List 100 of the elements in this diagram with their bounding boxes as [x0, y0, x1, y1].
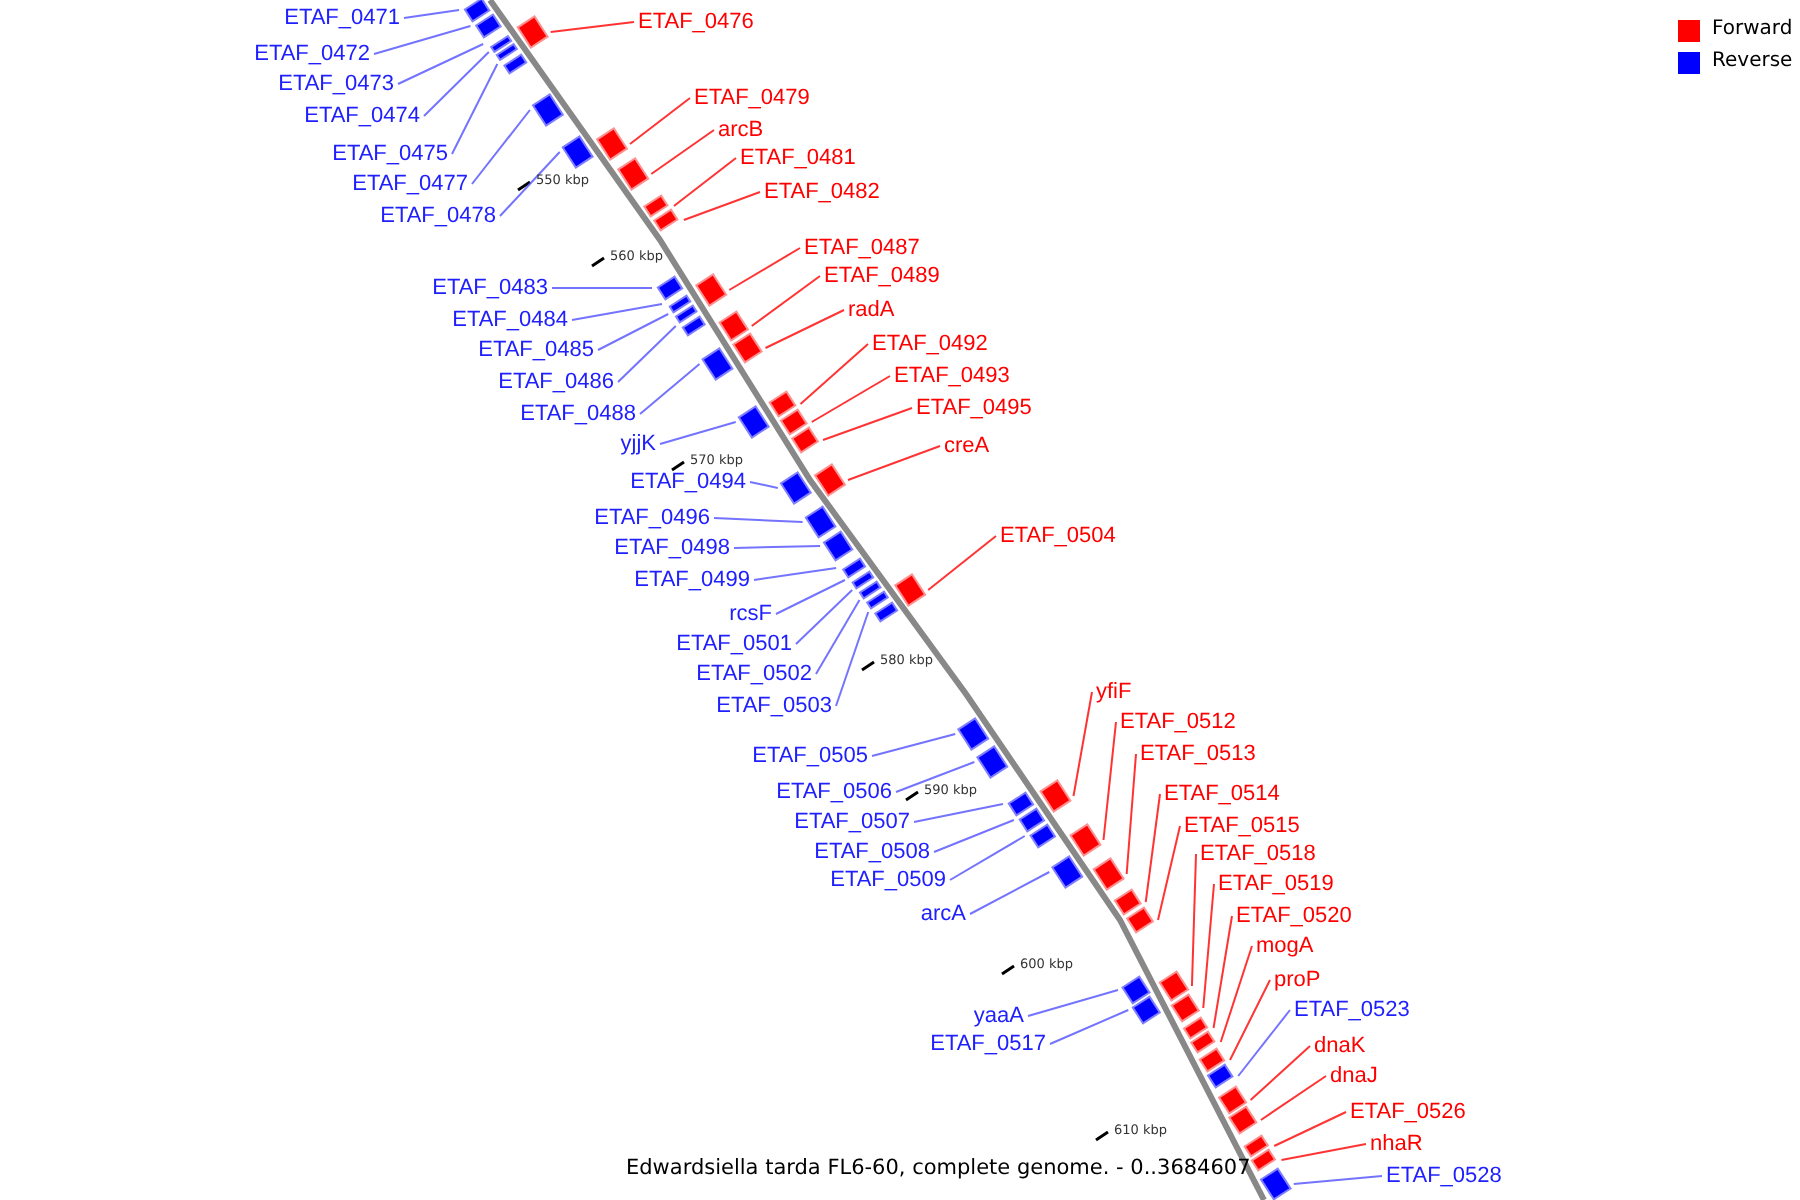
leader-line	[1125, 753, 1137, 875]
gene-block	[956, 717, 990, 751]
gene-block	[1250, 1148, 1277, 1172]
gene-label: ETAF_0528	[1386, 1164, 1502, 1188]
gene-label: ETAF_0517	[930, 1032, 1046, 1056]
gene-block	[1170, 993, 1201, 1023]
leader-line	[1072, 691, 1093, 797]
gene-label: ETAF_0503	[716, 694, 832, 718]
leader-line	[659, 421, 737, 445]
gene-label: ETAF_0478	[380, 204, 496, 228]
gene-block	[1131, 995, 1162, 1025]
leader-line	[682, 191, 761, 221]
gene-block	[668, 294, 692, 314]
leader-line	[1027, 989, 1119, 1017]
gene-label: ETAF_0471	[284, 6, 400, 30]
gene-block	[1243, 1134, 1270, 1158]
legend-label: Reverse	[1712, 50, 1793, 72]
gene-block	[790, 426, 820, 454]
gene-block	[642, 194, 669, 218]
leader-line	[795, 589, 854, 645]
leader-line	[933, 819, 1015, 853]
gene-label: ETAF_0477	[352, 172, 468, 196]
leader-line	[1292, 1175, 1383, 1185]
gene-block	[1018, 807, 1046, 833]
gene-label: ETAF_0520	[1236, 904, 1352, 928]
leader-line	[799, 343, 869, 405]
gene-block	[865, 590, 890, 610]
gene-label: ETAF_0498	[614, 536, 730, 560]
gene-block	[1198, 1047, 1226, 1073]
gene-block	[858, 580, 882, 600]
leader-line	[672, 157, 737, 207]
gene-block	[474, 13, 502, 39]
leader-line	[728, 247, 801, 291]
leader-line	[835, 611, 870, 707]
gene-block	[1259, 1167, 1292, 1200]
gene-label: ETAF_0484	[452, 308, 568, 332]
gene-block	[779, 408, 808, 436]
gene-block	[1029, 823, 1057, 849]
leader-line	[1237, 1009, 1291, 1077]
leader-line	[1202, 883, 1215, 1009]
gene-label: creA	[944, 434, 990, 458]
gene-block	[1206, 1063, 1234, 1089]
leader-line	[969, 871, 1051, 915]
gene-label: ETAF_0518	[1200, 842, 1316, 866]
legend-label: Forward	[1712, 18, 1793, 40]
gene-block	[463, 0, 491, 23]
gene-label: ETAF_0474	[304, 104, 420, 128]
leader-line	[1259, 1075, 1327, 1121]
leader-line	[639, 363, 701, 415]
gene-label: ETAF_0472	[254, 42, 370, 66]
leader-line	[815, 599, 861, 675]
leader-line	[1102, 721, 1117, 841]
gene-label: ETAF_0481	[740, 146, 856, 170]
leader-line	[822, 407, 913, 441]
gene-block	[779, 471, 813, 505]
leader-line	[471, 109, 531, 185]
gene-block	[489, 34, 513, 54]
gene-label: ETAF_0487	[804, 236, 920, 260]
gene-label: ETAF_0506	[776, 780, 892, 804]
gene-label: ETAF_0514	[1164, 782, 1280, 806]
gene-label: rcsF	[729, 602, 772, 626]
gene-block	[822, 530, 854, 562]
gene-block	[1121, 975, 1151, 1005]
leader-line	[1212, 915, 1233, 1029]
gene-label: ETAF_0519	[1218, 872, 1334, 896]
gene-label: ETAF_0502	[696, 662, 812, 686]
leader-line	[629, 97, 691, 145]
caption: Edwardsiella tarda FL6-60, complete genome. - 0..3684607	[626, 1156, 1251, 1180]
gene-label: dnaK	[1314, 1034, 1366, 1058]
gene-block	[804, 505, 837, 539]
gene-label: ETAF_0523	[1294, 998, 1410, 1022]
gene-block	[1069, 823, 1102, 857]
leader-line	[403, 9, 461, 19]
gene-block	[1092, 857, 1125, 891]
leader-line	[949, 835, 1026, 881]
gene-block	[851, 570, 875, 590]
leader-line	[749, 481, 779, 489]
leader-line	[397, 43, 485, 85]
leader-line	[373, 25, 472, 55]
gene-block	[976, 745, 1009, 779]
gene-block	[718, 310, 750, 342]
gene-label: ETAF_0492	[872, 332, 988, 356]
leader-line	[1249, 1045, 1311, 1101]
gene-label: ETAF_0512	[1120, 710, 1236, 734]
leader-line	[1157, 825, 1181, 921]
leader-line	[451, 63, 499, 155]
gene-label: ETAF_0493	[894, 364, 1010, 388]
gene-label: ETAF_0505	[752, 744, 868, 768]
leader-line	[1049, 1009, 1130, 1045]
leader-line	[1280, 1143, 1367, 1161]
leader-line	[713, 517, 804, 523]
gene-label: ETAF_0476	[638, 10, 754, 34]
gene-block	[1189, 1030, 1216, 1054]
gene-label: yfiF	[1096, 680, 1132, 704]
gene-label: ETAF_0489	[824, 264, 940, 288]
leader-line	[551, 287, 653, 289]
leader-line	[753, 567, 838, 581]
gene-block	[1158, 970, 1190, 1002]
leader-line	[1229, 979, 1271, 1061]
gene-label: ETAF_0494	[630, 470, 746, 494]
